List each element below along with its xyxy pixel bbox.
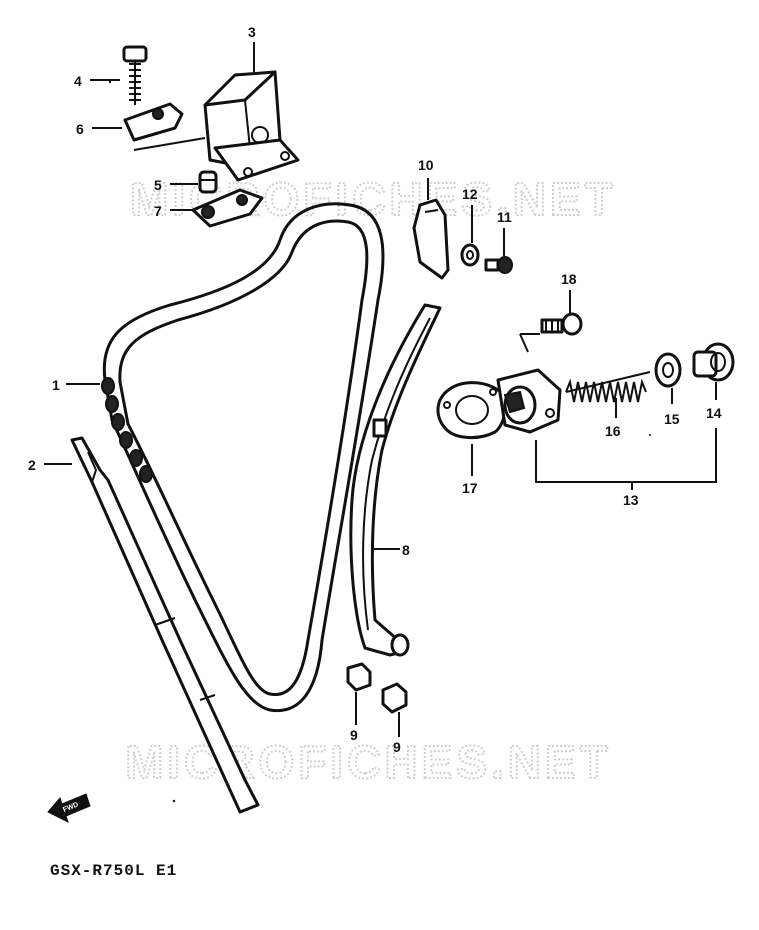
callout-13: 13 <box>623 492 639 508</box>
callout-5: 5 <box>154 177 162 193</box>
cam-chain-part-1 <box>101 202 385 713</box>
callout-15: 15 <box>664 411 680 427</box>
gasket-part-17 <box>436 381 507 439</box>
plate-part-7 <box>191 188 264 228</box>
callout-17: 17 <box>462 480 478 496</box>
callout-2: 2 <box>28 457 36 473</box>
callout-16: 16 <box>605 423 621 439</box>
washer-part-15 <box>654 352 682 388</box>
callout-4: 4 <box>74 73 82 89</box>
callout-8: 8 <box>402 542 410 558</box>
callout-1: 1 <box>52 377 60 393</box>
watermark-bottom: MICROFICHES.NET <box>125 736 612 788</box>
rear-guide-part-8 <box>349 303 442 657</box>
front-guide-part-2 <box>70 436 260 814</box>
tensioner-body-part-13 <box>496 368 562 434</box>
plug-bolt-part-14 <box>692 342 735 382</box>
guide-plate-part-10 <box>412 198 450 280</box>
callout-14: 14 <box>706 405 722 421</box>
callout-12: 12 <box>462 186 478 202</box>
bolt-part-18 <box>540 312 583 336</box>
callout-9b: 9 <box>393 739 401 755</box>
bolt-part-4 <box>122 45 148 105</box>
callout-3: 3 <box>248 24 256 40</box>
cushion-part-9b <box>381 682 408 714</box>
washer-part-12 <box>460 243 480 267</box>
model-label: GSX-R750L E1 <box>50 862 178 880</box>
cushion-part-9a <box>346 662 372 692</box>
callout-6: 6 <box>76 121 84 137</box>
top-guide-part-3 <box>203 70 300 182</box>
callout-9a: 9 <box>350 727 358 743</box>
front-direction-arrow-icon: FWD <box>47 793 91 823</box>
callout-7: 7 <box>154 203 162 219</box>
callout-18: 18 <box>561 271 577 287</box>
dowel-part-5 <box>198 170 218 194</box>
spring-part-16 <box>565 371 651 403</box>
plate-part-6 <box>123 102 184 142</box>
callout-11: 11 <box>497 209 512 225</box>
bolt-part-11 <box>484 256 513 274</box>
callout-10: 10 <box>418 157 434 173</box>
